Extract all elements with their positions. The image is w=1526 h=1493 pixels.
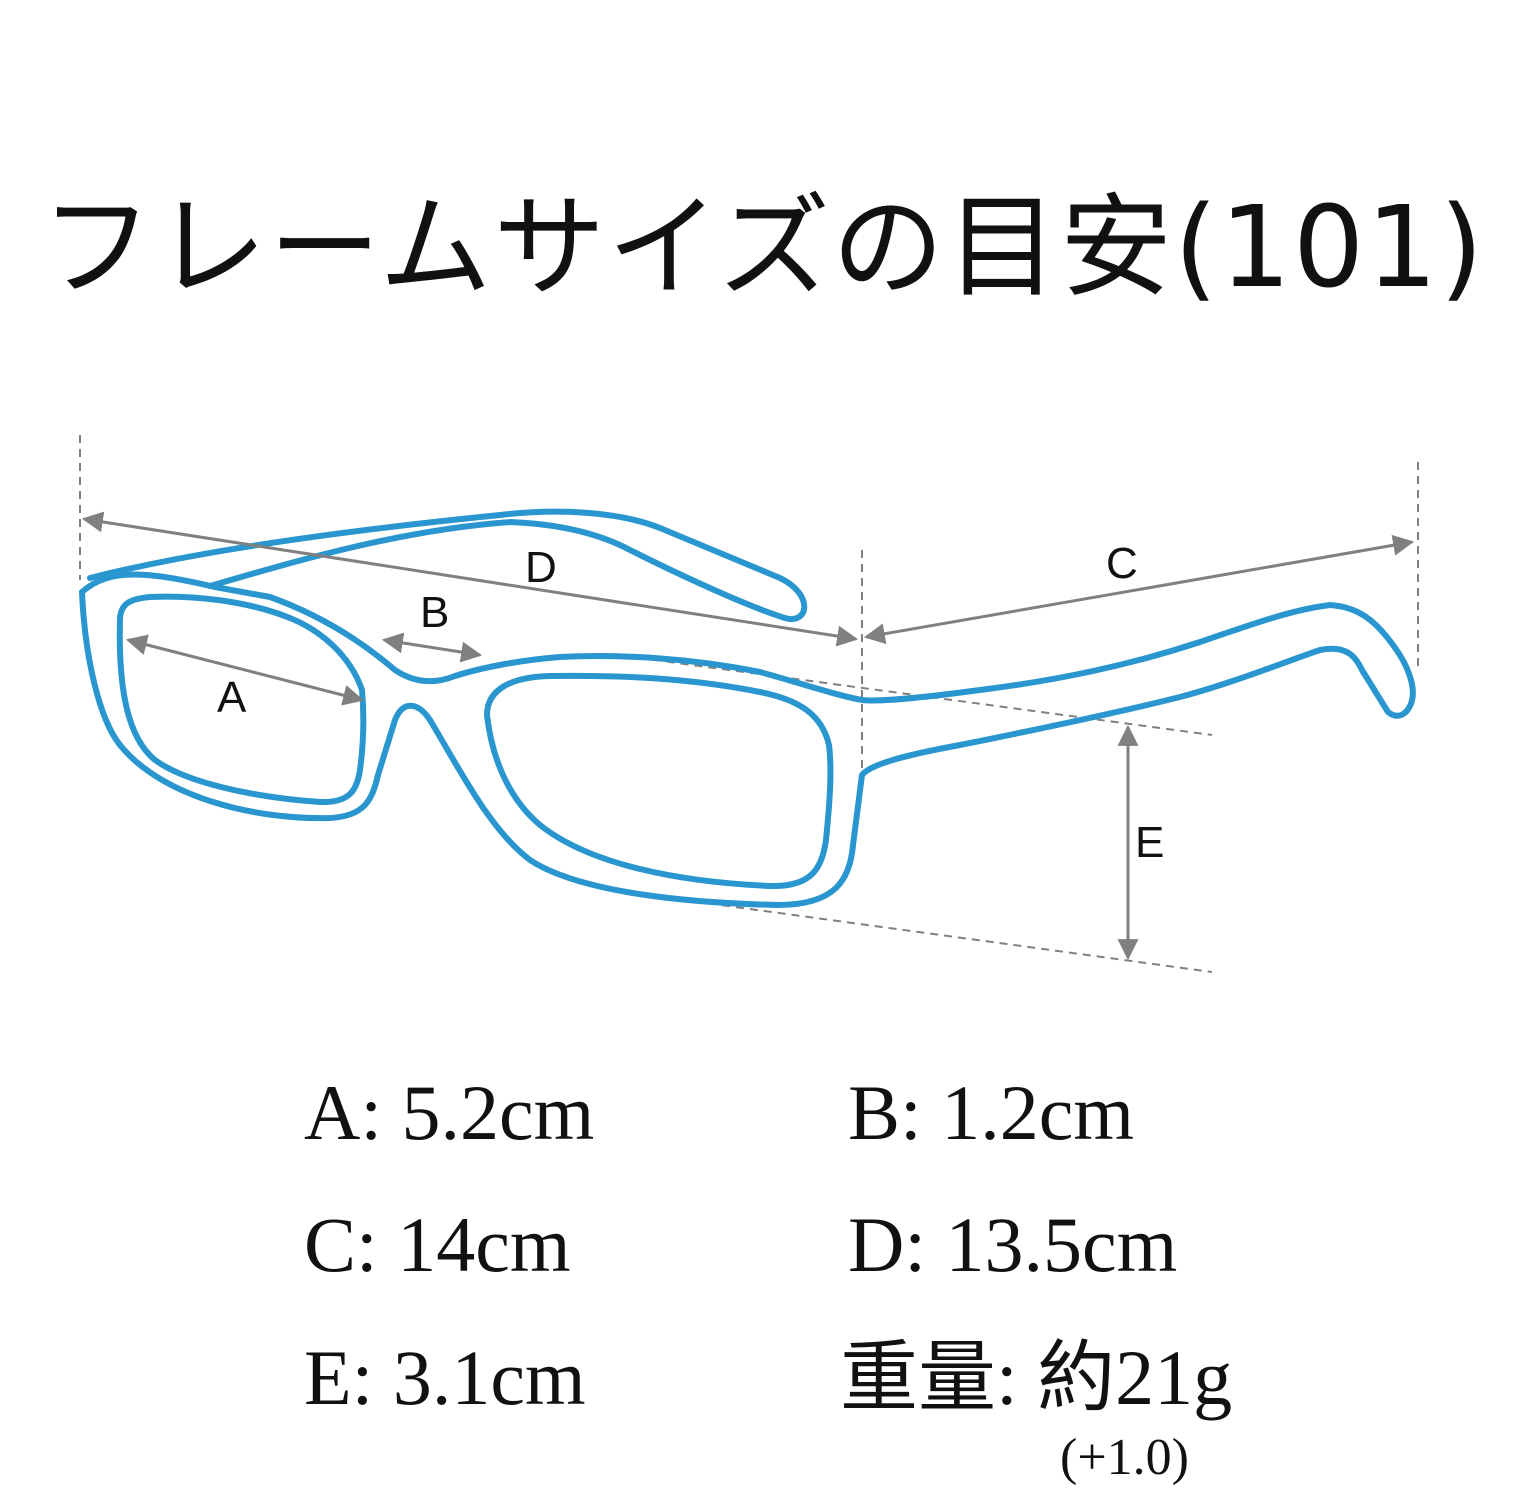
spec-a: A: 5.2cm [304, 1069, 595, 1156]
arrow-c [863, 534, 1415, 645]
page-title: フレームサイズの目安(101) [40, 183, 1486, 313]
front-frame-outer [79, 571, 1416, 908]
arrow-a [125, 634, 365, 706]
spec-e: E: 3.1cm [304, 1334, 586, 1421]
guide-lines [79, 435, 1419, 973]
label-b: B [420, 588, 449, 637]
label-e: E [1135, 818, 1164, 867]
label-a: A [217, 673, 247, 722]
right-lens-rim [484, 672, 834, 890]
arrow-b [381, 632, 483, 663]
spec-weight-note: (+1.0) [1060, 1429, 1189, 1486]
label-c: C [1106, 539, 1138, 588]
spec-b: B: 1.2cm [848, 1069, 1134, 1156]
measurement-arrows [81, 511, 1415, 961]
spec-c: C: 14cm [304, 1201, 571, 1288]
arrow-d [81, 511, 859, 647]
frame-outline [79, 508, 1416, 908]
spec-d: D: 13.5cm [848, 1201, 1178, 1288]
label-d: D [525, 543, 557, 592]
spec-weight: 重量: 約21g [840, 1334, 1233, 1421]
